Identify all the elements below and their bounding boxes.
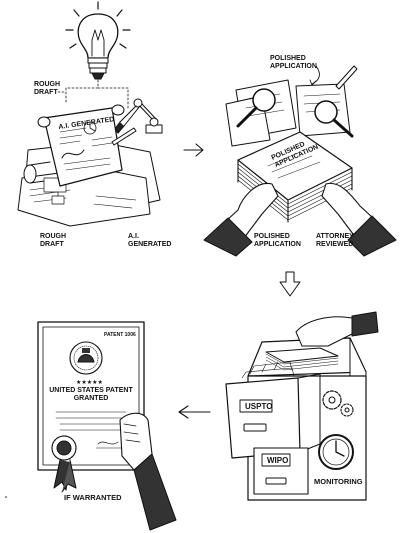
lightbulb-icon [65, 1, 131, 80]
pen-icon [111, 127, 137, 146]
label-monitoring: MONITORING [314, 477, 363, 486]
ribbon-icon [51, 435, 77, 493]
hands-icon [119, 412, 177, 531]
label-stars: ★★★★★ [76, 379, 103, 386]
panel-polished-application [203, 65, 397, 257]
label-ai-generated-bottom: A.I.GENERATED [128, 233, 171, 248]
panel-filing-cabinet [225, 311, 379, 501]
panel-patent-certificate [37, 321, 177, 531]
arrow-left-icon [178, 405, 211, 419]
label-if-warranted: IF WARRANTED [64, 493, 122, 502]
clock-icon [318, 434, 354, 470]
gears-icon [322, 390, 354, 417]
hands-icon [203, 182, 397, 257]
speck [5, 496, 7, 498]
ai-generated-scroll [37, 104, 125, 187]
seal-icon [69, 341, 103, 375]
connector-lines [57, 79, 129, 109]
label-uspto: USPTO [245, 402, 272, 411]
robot-arm-icon [113, 98, 163, 134]
panel-rough-drafts [17, 1, 163, 227]
arrow-down-icon [279, 271, 301, 297]
label-patent-number: PATENT 1006 [104, 332, 136, 338]
arrow-right-icon [183, 143, 204, 157]
magnifier-icon [236, 88, 354, 138]
label-wipo: WIPO [267, 456, 288, 465]
pen-icon [335, 65, 358, 90]
